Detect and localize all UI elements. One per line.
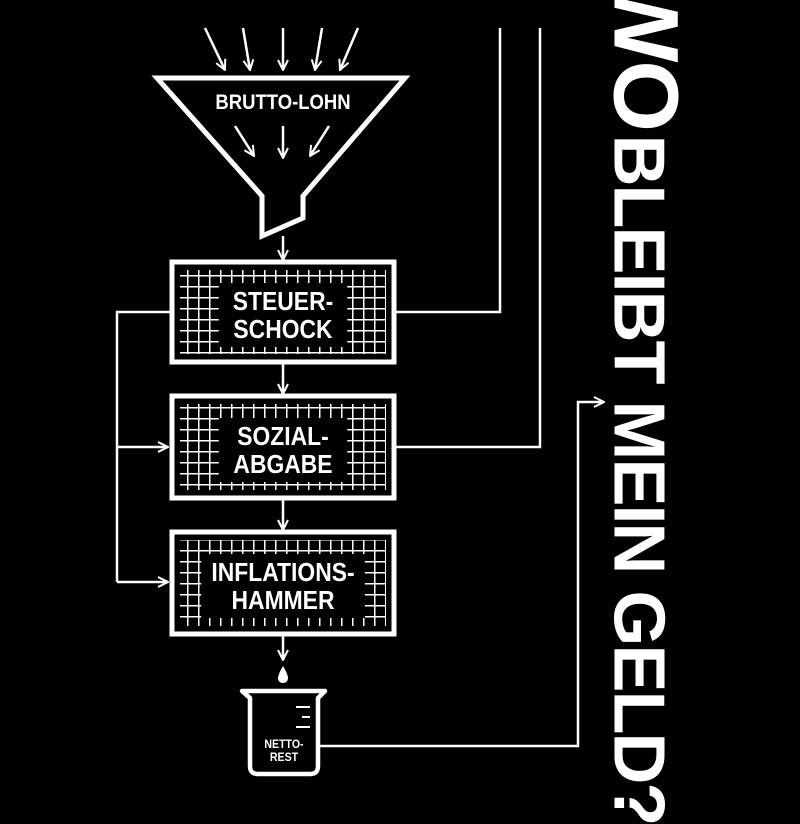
income-arrows [203, 27, 360, 70]
income-arrow [315, 27, 324, 70]
funnel-inner-arrow [310, 125, 331, 156]
social-box-label: SOZIAL- ABGABE [218, 418, 348, 482]
social-line1: SOZIAL- [237, 421, 329, 451]
right-line-from-social [394, 28, 542, 449]
drop-icon [278, 666, 288, 683]
tax-box-label: STEUER- SCHOCK [218, 283, 348, 347]
funnel-inner-arrows [233, 125, 331, 158]
income-arrow [203, 27, 225, 70]
right-branch [394, 28, 542, 449]
arrow-net-to-title [318, 402, 604, 748]
left-branch [115, 310, 172, 582]
beaker-icon [239, 688, 328, 777]
income-arrow [241, 27, 250, 70]
title-area: WO BLEIBT MEIN GELD? [590, 0, 700, 824]
title-word-wo: WO [594, 0, 697, 130]
left-branch-line [115, 310, 172, 582]
inflation-line2: HAMMER [231, 585, 335, 615]
right-line-from-tax [394, 28, 502, 314]
tax-line2: SCHOCK [233, 314, 333, 344]
title-rest: BLEIBT MEIN GELD? [598, 134, 679, 824]
beaker-line1: NETTO- [264, 737, 304, 751]
beaker-label: NETTO- REST [256, 738, 312, 764]
beaker-line2: REST [269, 750, 299, 764]
social-line2: ABGABE [233, 449, 333, 479]
tax-line1: STEUER- [232, 286, 334, 316]
income-arrow [340, 27, 360, 70]
inflation-line1: INFLATIONS- [211, 557, 355, 587]
page-title: WO BLEIBT MEIN GELD? [593, 0, 698, 824]
funnel-inner-arrow [233, 125, 254, 156]
funnel-label: BRUTTO-LOHN [215, 91, 351, 114]
inflation-box-label: INFLATIONS- HAMMER [201, 554, 365, 618]
